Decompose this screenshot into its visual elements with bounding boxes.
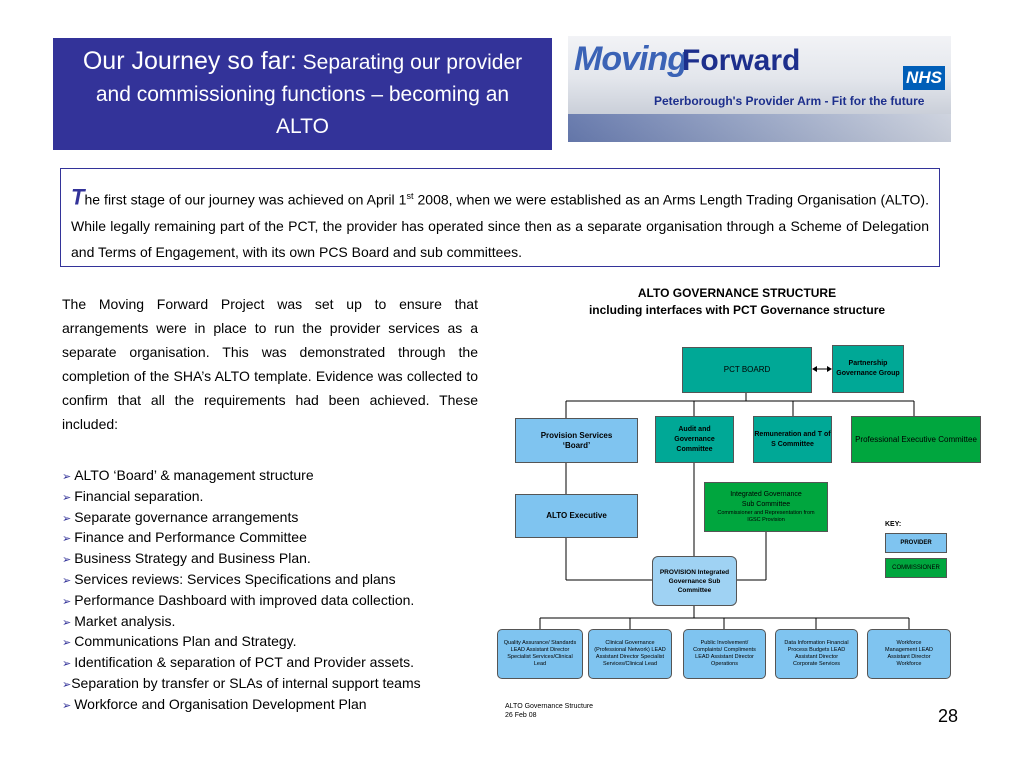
arrow-bullet-icon: ➢ [62, 533, 72, 546]
moving-forward-logo: Moving Forward NHS Peterborough's Provid… [568, 36, 951, 142]
remuneration-committee-box: Remuneration and T of S Committee [753, 416, 832, 463]
list-item: ➢Financial separation. [62, 487, 204, 504]
provision-board-box: Provision Services ‘Board’ [515, 418, 638, 463]
arrow-bullet-icon: ➢ [62, 616, 72, 629]
title-part-2: Separating our provider and commissionin… [95, 51, 523, 138]
integrated-governance-box: Integrated Governance Sub Committee Comm… [704, 482, 828, 532]
list-item: ➢Separation by transfer or SLAs of inter… [62, 674, 421, 691]
chart-footnote: ALTO Governance Structure 26 Feb 08 [505, 702, 593, 720]
intro-text-b: 2008, when we were established as an Arm… [71, 191, 929, 260]
footnote-line-2: 26 Feb 08 [505, 712, 537, 719]
logo-swoosh [568, 114, 951, 142]
list-item: ➢Workforce and Organisation Development … [62, 695, 367, 712]
data-information-box: Data Information Financial Process Budge… [775, 629, 858, 679]
list-item: ➢Finance and Performance Committee [62, 529, 307, 546]
list-item: ➢Services reviews: Services Specificatio… [62, 570, 396, 587]
key-label: KEY: [885, 521, 902, 528]
arrow-bullet-icon: ➢ [62, 699, 72, 712]
arrow-bullet-icon: ➢ [62, 471, 72, 483]
list-item: ➢Separate governance arrangements [62, 508, 299, 525]
arrow-bullet-icon: ➢ [62, 491, 72, 504]
public-involvement-box: Public Involvement/ Complaints/ Complime… [683, 629, 766, 679]
list-item: ➢Communications Plan and Strategy. [62, 633, 297, 650]
intro-box: The first stage of our journey was achie… [60, 168, 940, 267]
project-paragraph: The Moving Forward Project was set up to… [62, 296, 478, 432]
intro-drop-cap: T [71, 184, 85, 210]
provision-igsc-box: PROVISION Integrated Governance Sub Comm… [652, 556, 737, 606]
workforce-management-box: Workforce Management LEAD Assistant Dire… [867, 629, 951, 679]
arrow-bullet-icon: ➢ [62, 512, 72, 525]
title-part-1: Our Journey so far: [82, 47, 297, 75]
partnership-governance-box: Partnership Governance Group [832, 345, 904, 393]
alto-executive-box: ALTO Executive [515, 494, 638, 538]
list-item: ➢Market analysis. [62, 612, 176, 629]
clinical-governance-box: Clinical Governance (Professional Networ… [588, 629, 672, 679]
intro-sup: st [406, 191, 414, 201]
org-title-line-1: ALTO GOVERNANCE STRUCTURE [637, 286, 837, 300]
arrow-bullet-icon: ➢ [62, 554, 72, 567]
arrow-bullet-icon: ➢ [62, 658, 72, 671]
logo-forward: Forward [682, 44, 801, 77]
arrow-bullet-icon: ➢ [62, 595, 72, 608]
nhs-logo: NHS [903, 66, 945, 90]
list-item: ➢Identification & separation of PCT and … [62, 654, 415, 671]
org-chart-title: ALTO GOVERNANCE STRUCTURE including inte… [512, 285, 962, 319]
audit-committee-box: Audit and Governance Committee [655, 416, 734, 463]
list-item: ➢Performance Dashboard with improved dat… [62, 591, 415, 608]
key-commissioner-box: COMMISSIONER [885, 558, 947, 578]
slide-title: Our Journey so far: Separating our provi… [69, 46, 536, 142]
page-number: 28 [938, 706, 959, 726]
quality-assurance-box: Quality Assurance/ Standards LEAD Assist… [497, 629, 583, 679]
arrow-bullet-icon: ➢ [62, 637, 72, 650]
igsc-subtext: Commissioner and Representation from IGS… [717, 510, 815, 523]
list-item: ➢ALTO ‘Board’ & management structure [62, 467, 314, 483]
org-title-line-2: including interfaces with PCT Governance… [588, 303, 886, 317]
igsc-title: Integrated Governance Sub Committee [730, 491, 802, 508]
pct-board-box: PCT BOARD [682, 347, 812, 393]
footnote-line-1: ALTO Governance Structure [505, 703, 594, 710]
professional-executive-box: Professional Executive Committee [851, 416, 981, 463]
arrow-bullet-icon: ➢ [62, 574, 72, 587]
intro-text-a: he first stage of our journey was achiev… [84, 191, 407, 208]
list-item: ➢Business Strategy and Business Plan. [62, 550, 311, 567]
arrow-bullet-icon: ➢ [62, 678, 72, 691]
key-provider-box: PROVIDER [885, 533, 947, 553]
logo-tagline: Peterborough's Provider Arm - Fit for th… [654, 94, 925, 108]
slide-title-box: Our Journey so far: Separating our provi… [53, 38, 552, 150]
logo-moving: Moving [574, 40, 688, 78]
achievements-list: ➢ALTO ‘Board’ & management structure ➢Fi… [62, 466, 482, 716]
